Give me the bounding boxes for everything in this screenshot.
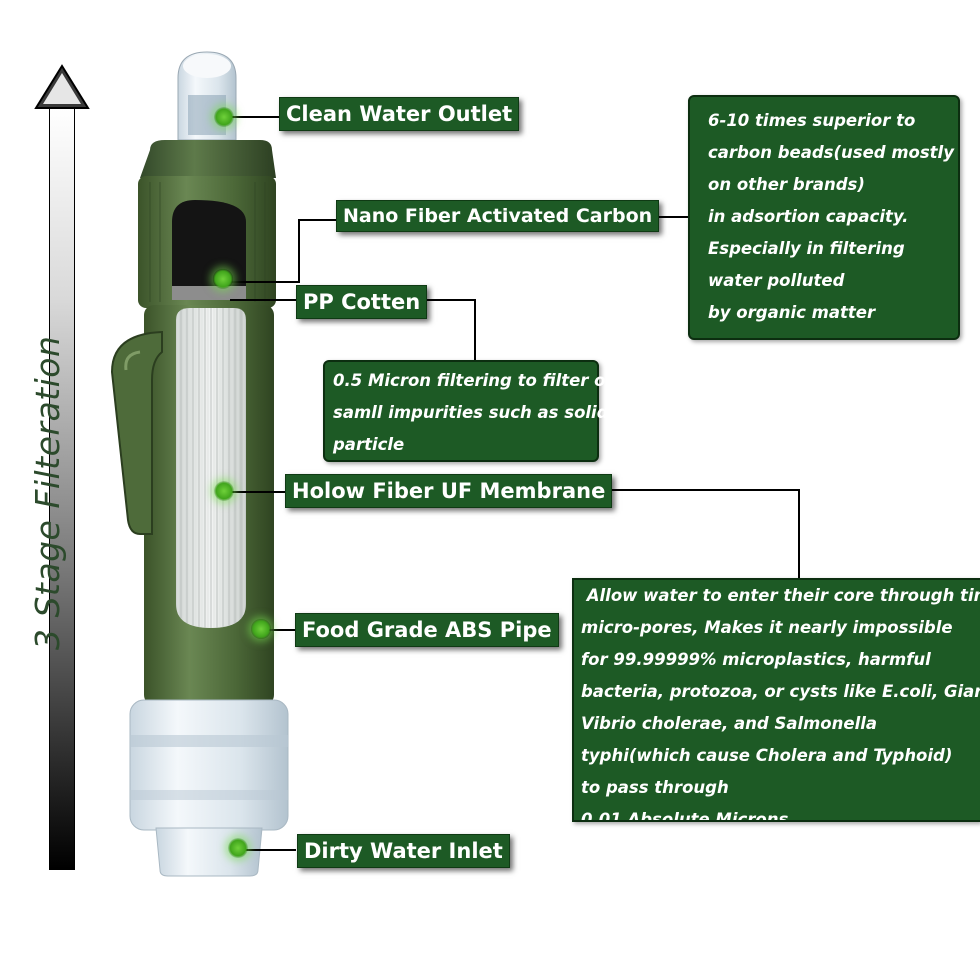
desc-line: in adsortion capacity.: [708, 207, 909, 226]
desc-line: Vibrio cholerae, and Salmonella: [581, 714, 878, 733]
description-uf-membrane: Allow water to enter their core through …: [572, 578, 980, 822]
desc-line: micro-pores, Makes it nearly impossible: [581, 618, 953, 637]
desc-line: typhi(which cause Cholera and Typhoid): [581, 746, 953, 765]
label-abs-pipe: Food Grade ABS Pipe: [295, 613, 559, 647]
desc-line: particle: [333, 435, 405, 454]
desc-line: for 99.99999% microplastics, harmful: [581, 650, 931, 669]
label-pp-cotton: PP Cotten: [296, 285, 428, 319]
desc-line: on other brands): [708, 175, 865, 194]
desc-line: to pass through: [581, 778, 729, 797]
label-clean-water-outlet: Clean Water Outlet: [279, 97, 520, 131]
label-uf-membrane: Holow Fiber UF Membrane: [285, 474, 613, 508]
water-filter-straw-illustration: [110, 51, 289, 877]
desc-line: samll impurities such as solid: [333, 403, 609, 422]
callout-dot-outlet: [214, 107, 234, 127]
callout-dot-carbon: [213, 269, 233, 289]
desc-line: carbon beads(used mostly: [708, 143, 954, 162]
desc-line: 6-10 times superior to: [708, 111, 916, 130]
label-dirty-water-inlet: Dirty Water Inlet: [297, 834, 510, 868]
desc-line: 0.5 Micron filtering to filter out: [333, 371, 626, 390]
desc-line: water polluted: [708, 271, 845, 290]
desc-line: by organic matter: [708, 303, 876, 322]
label-nano-fiber-carbon: Nano Fiber Activated Carbon: [336, 200, 660, 232]
callout-dot-abs: [251, 619, 271, 639]
desc-line: Especially in filtering: [708, 239, 905, 258]
filtration-arrow-shaft: [49, 108, 75, 870]
desc-line: 0.01 Absolute Microns: [581, 810, 789, 822]
description-pp-cotton: 0.5 Micron filtering to filter out samll…: [323, 360, 626, 462]
description-carbon: 6-10 times superior to carbon beads(used…: [688, 95, 960, 340]
callout-dot-uf: [214, 481, 234, 501]
desc-line: bacteria, protozoa, or cysts like E.coli…: [581, 682, 980, 701]
desc-line: Allow water to enter their core through …: [581, 586, 980, 605]
callout-dot-inlet: [228, 838, 248, 858]
arrow-up-icon: [34, 64, 90, 109]
